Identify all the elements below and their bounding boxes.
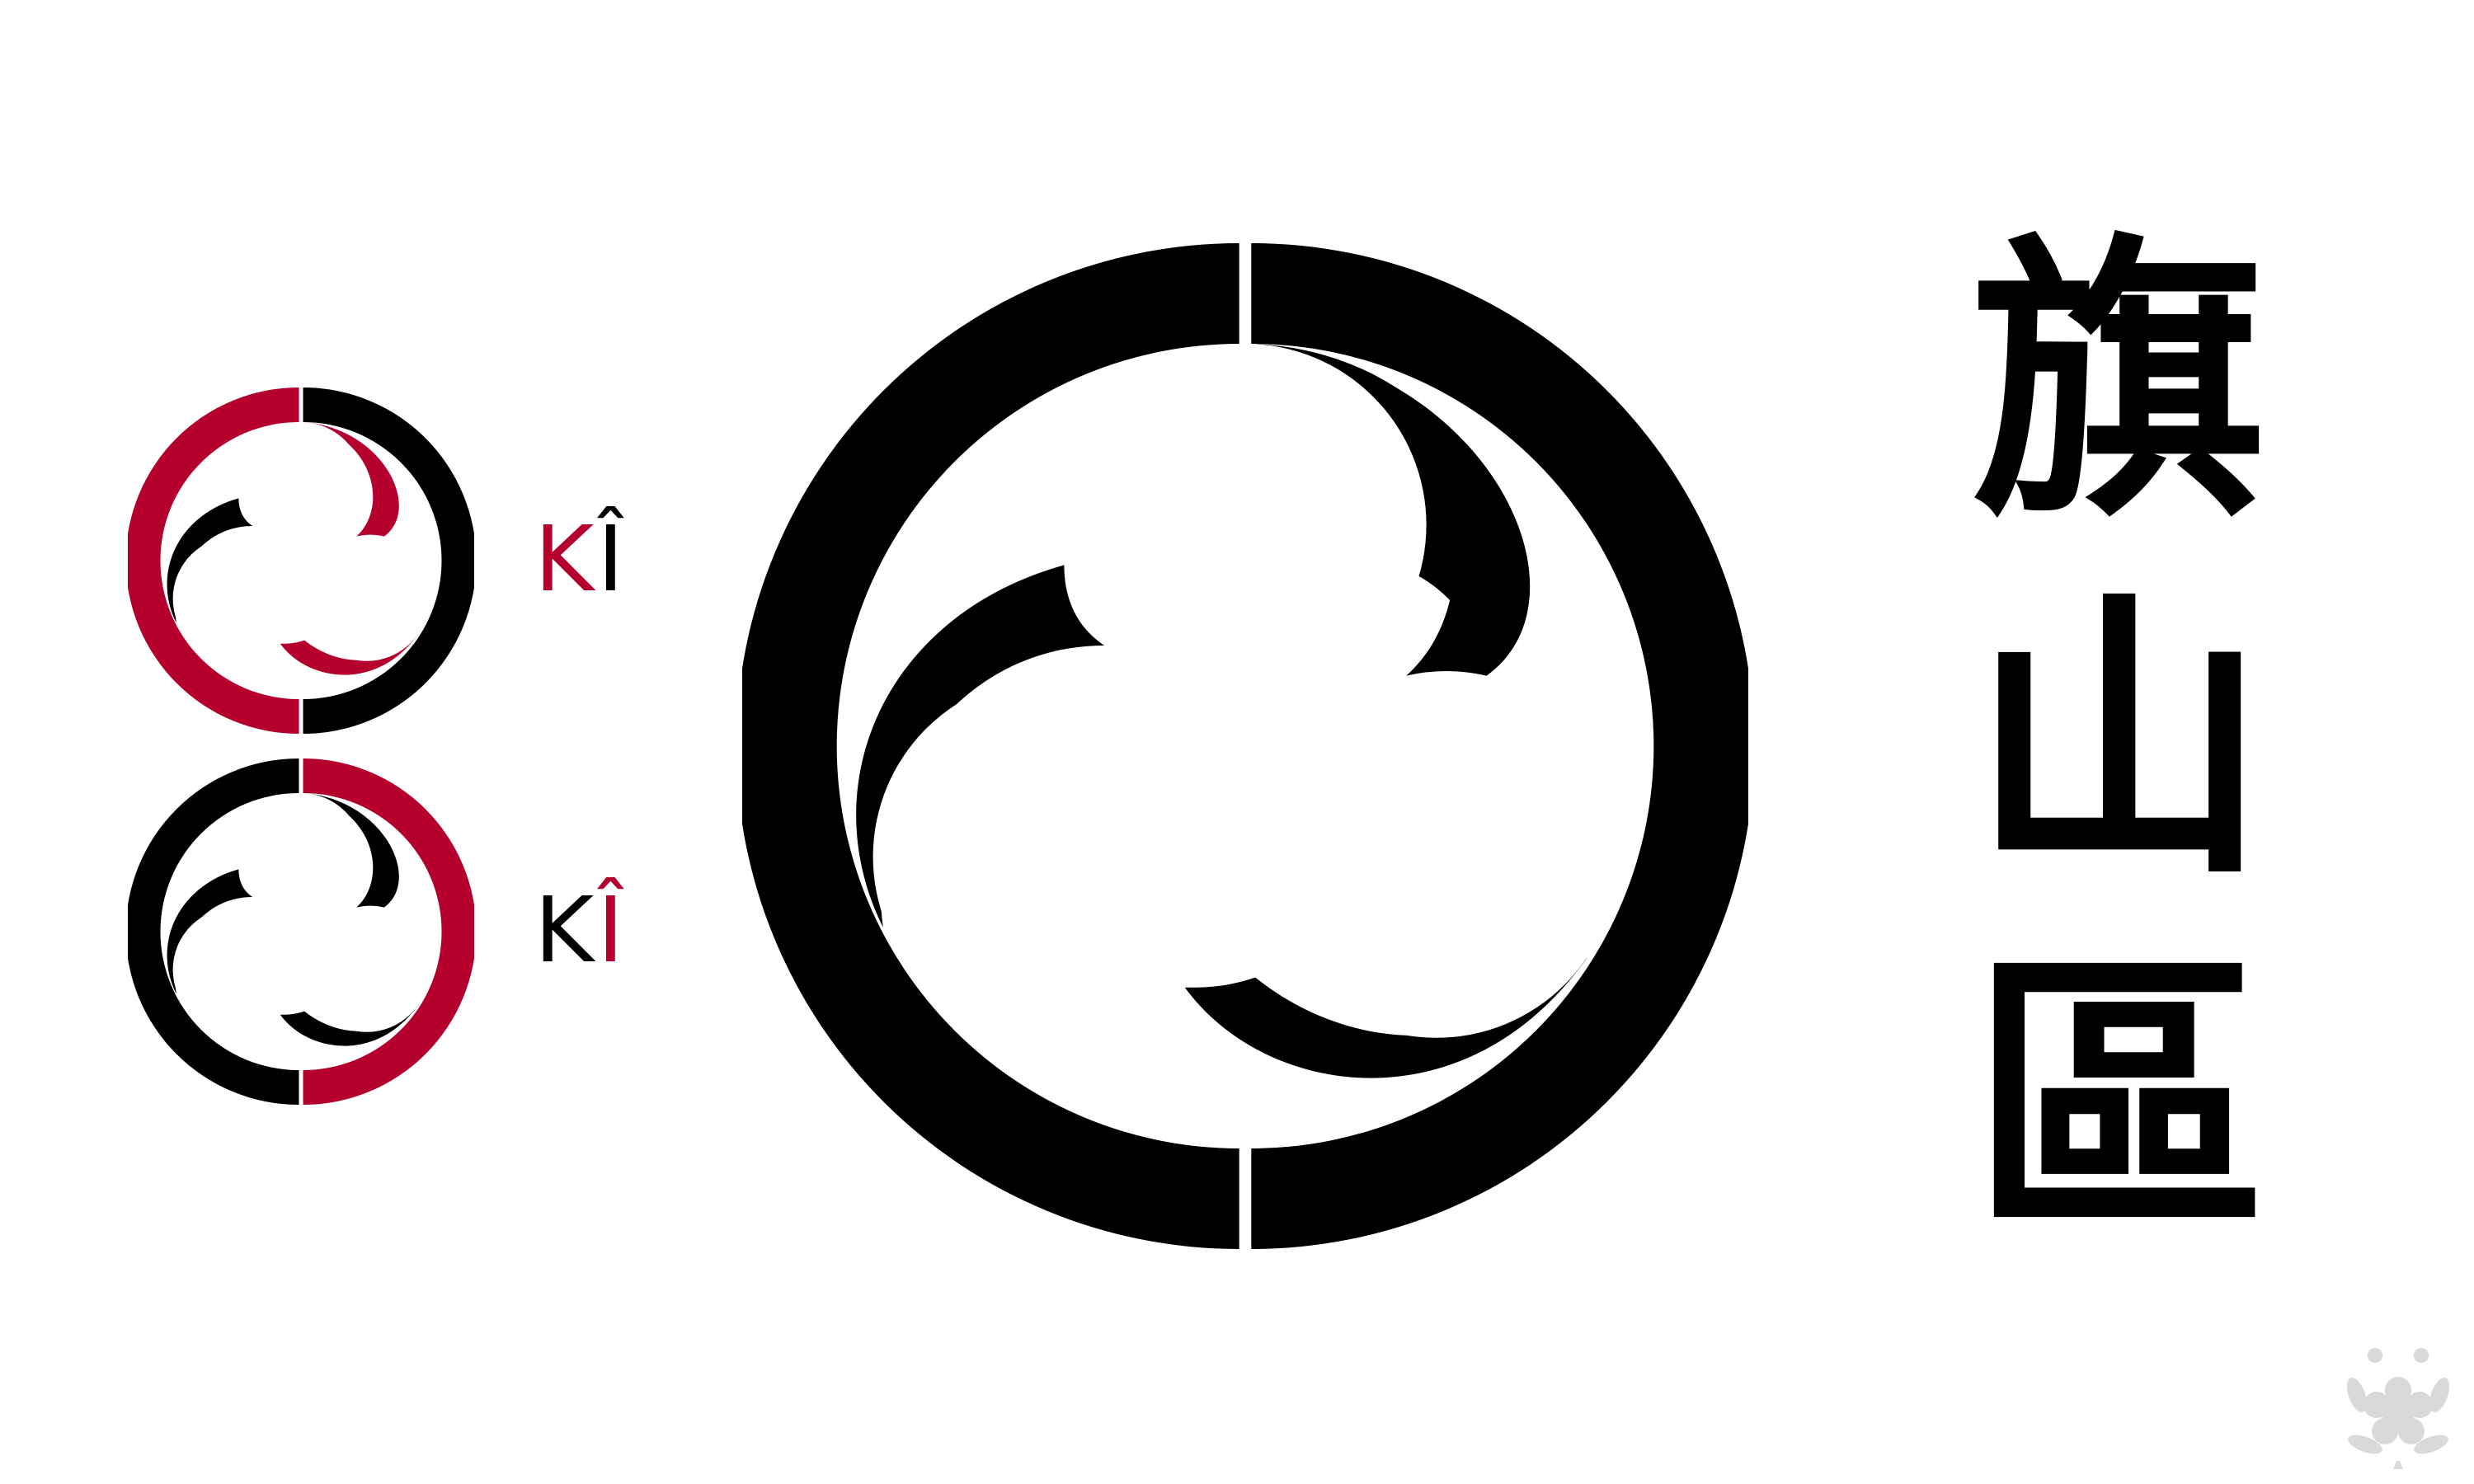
title-char-3: 區 [1971, 928, 2268, 1273]
title-char-1: 旗 [1971, 210, 2268, 556]
legend-label-2: KÎ [534, 881, 628, 979]
legend-label-2-t: Î [597, 877, 628, 983]
legend-label-1-k: K [534, 506, 598, 612]
flower-crest-icon [2346, 1348, 2450, 1469]
legend-label-1-t: Î [597, 506, 628, 612]
main-emblem-icon [742, 243, 1748, 1249]
ring-left-half [742, 243, 1239, 1249]
legend-label-1: KÎ [534, 510, 628, 608]
legend-label-2-k: K [534, 877, 598, 983]
district-name-vertical: 旗 山 區 [1963, 223, 2276, 1261]
ring-right-half [1251, 243, 1748, 1249]
small-emblem-red-right-icon [128, 758, 474, 1105]
small-emblem-red-left-icon [128, 387, 474, 734]
title-char-2: 山 [1971, 569, 2268, 914]
tomoe-cluster [856, 344, 1618, 1078]
